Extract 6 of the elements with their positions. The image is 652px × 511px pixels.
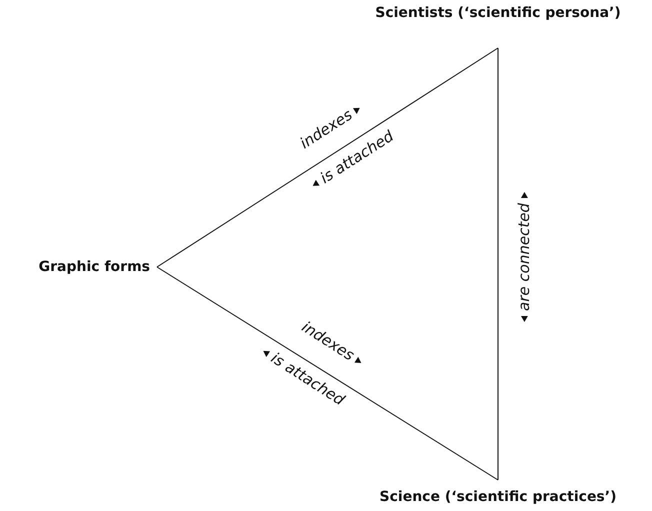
connector-line [156,48,498,268]
connector-line [156,266,498,480]
relation-label: are connected [514,203,533,311]
node-label: Graphic forms [38,258,150,276]
node-label: Science (‘scientific practices’) [380,488,616,506]
node-label: Scientists (‘scientific persona’) [375,4,621,22]
